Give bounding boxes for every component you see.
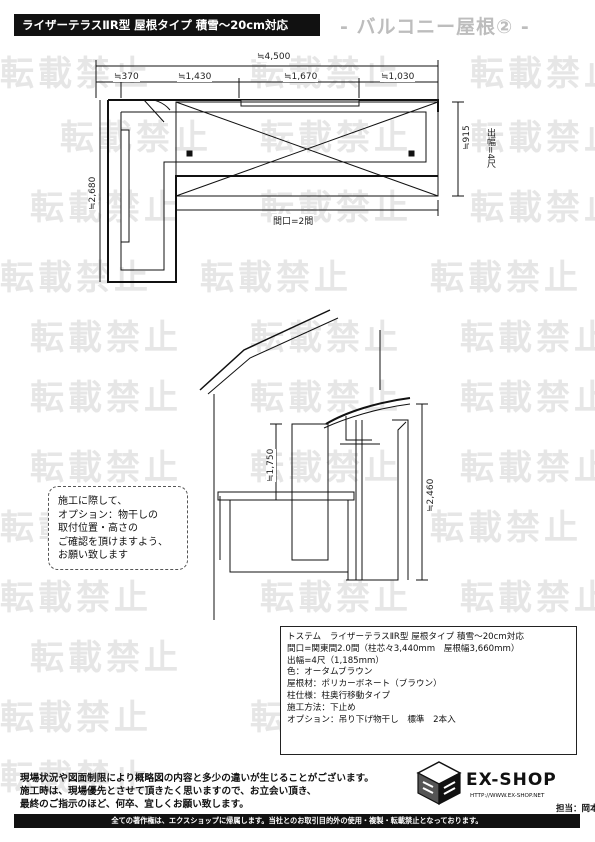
plan-view — [95, 60, 464, 283]
spec-line: 施工方法：下止め — [287, 702, 356, 713]
segment-label-3: ≒1,670 — [283, 72, 319, 82]
height-2460-label: ≒2,460 — [426, 478, 436, 512]
projection-label: 出幅=4尺 — [485, 128, 495, 169]
height-1750-label: ≒1,750 — [266, 448, 276, 482]
brand-url: HTTP://WWW.EX-SHOP.NET — [470, 793, 545, 799]
spec-line: 色：オータムブラウン — [287, 667, 373, 678]
frontage-label: 間口=2間 — [272, 214, 315, 227]
footer-notes: 現場状況や図面制限により概略図の内容と多少の違いが生じることがございます。 施工… — [20, 772, 410, 811]
section-view — [199, 309, 428, 620]
spec-line: 間口=関東間2.0間（柱芯々3,440mm 屋根幅3,660mm） — [287, 643, 520, 654]
side-label: ≒2,680 — [88, 176, 98, 210]
note-line: ご確認を頂けますよう、 — [58, 536, 168, 548]
note-line: オプション：物干しの — [58, 509, 158, 521]
note-line: 施工に際して、 — [58, 496, 128, 507]
copyright-bar: 全ての著作権は、エクスショップに帰属します。当社とのお取引目的外の使用・複製・転… — [14, 814, 580, 828]
section-heading: - バルコニー屋根② - — [340, 16, 530, 38]
header-title: ライザーテラスⅡR型 屋根タイプ 積雪～20cm対応 — [14, 14, 320, 36]
brand-name: EX-SHOP — [466, 770, 557, 790]
contact-person: 担当：岡本 — [556, 804, 595, 814]
segment-label-4: ≒1,030 — [380, 72, 416, 82]
note-line: 取付位置・高さの — [58, 523, 138, 534]
footer-line: 最終のご指示のほど、何卒、宜しくお願い致します。 — [20, 799, 249, 810]
spec-line: 柱仕様：柱奥行移動タイプ — [287, 690, 391, 701]
spec-line: 出幅=4尺（1,185mm） — [287, 655, 384, 666]
note-line: お願い致します — [58, 550, 128, 561]
spec-box: トステム ライザーテラスⅡR型 屋根タイプ 積雪～20cm対応 間口=関東間2.… — [280, 626, 577, 755]
segment-label-1: ≒370 — [113, 72, 140, 82]
spec-line: オプション：吊り下げ物干し 標準 2本入 — [287, 714, 456, 725]
footer-line: 施工時は、現場優先とさせて頂きたく思いますので、お立会い頂き、 — [20, 786, 317, 797]
exshop-logo-icon — [416, 761, 462, 805]
spec-line: トステム ライザーテラスⅡR型 屋根タイプ 積雪～20cm対応 — [287, 632, 524, 642]
depth-label: ≒915 — [462, 125, 472, 150]
segment-label-2: ≒1,430 — [177, 72, 213, 82]
spec-line: 屋根材：ポリカーボネート（ブラウン） — [287, 679, 442, 690]
installation-note: 施工に際して、 オプション：物干しの 取付位置・高さの ご確認を頂けますよう、 … — [48, 486, 188, 570]
overall-width-label: ≒4,500 — [256, 52, 292, 62]
footer-line: 現場状況や図面制限により概略図の内容と多少の違いが生じることがございます。 — [20, 773, 374, 784]
